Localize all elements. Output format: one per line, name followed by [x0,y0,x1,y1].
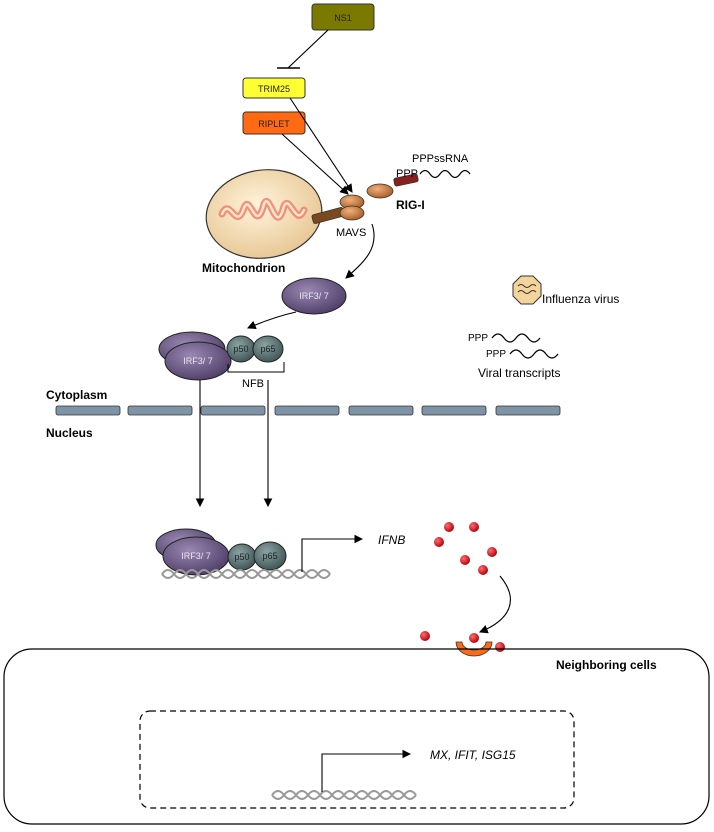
p50-label-2: p50 [234,552,249,562]
nucleus-label: Nucleus [46,426,93,440]
nucleus-neighbor [139,710,575,809]
ns1-label: NS1 [334,13,352,23]
ifnb-transcription-arrow [301,534,364,572]
viral-transcript-wave-1 [491,333,541,343]
ifn-receptor [455,641,493,657]
viral-transcripts-label: Viral transcripts [478,366,560,380]
neighboring-cell [3,648,710,825]
irf-nfkb-complex-nucleus: IRF3/ 7 p50 p65 [155,528,287,576]
influenza-virus-icon [512,275,542,305]
rigi-to-irf-arrow [345,223,375,279]
ifn-molecules [420,522,505,652]
dna-helix-isg [271,790,417,800]
ifn-to-receptor-arrow [478,575,511,634]
riplet-label: RIPLET [258,119,290,129]
nuclear-membrane [55,405,561,416]
irf-to-complex-arrow [246,311,297,330]
p50-label-1: p50 [233,344,248,354]
p65-label-1: p65 [260,344,275,354]
ns1-node: NS1 [311,3,375,31]
ppp-label-vt2: PPP [486,349,506,360]
ns1-inhibition [277,29,329,69]
irf-nfkb-complex-cytoplasm: IRF3/ 7 p50 p65 [158,331,285,381]
rig-i-complex [339,173,419,221]
cytoplasm-label: Cytoplasm [46,388,107,402]
influenza-virus-label: Influenza virus [542,292,619,306]
trim25-node: TRIM25 [242,77,306,99]
ssrna-wave [419,169,471,179]
isg-genes-label: MX, IFIT, ISG15 [430,748,516,762]
mavs-label: MAVS [336,227,366,239]
nfb-label: NFB [242,378,264,390]
rig-i-label: RIG-I [396,198,425,212]
mitochondrion [205,169,323,259]
irf37-cytoplasm: IRF3/ 7 [281,277,347,315]
riplet-arrow [281,133,349,195]
ppp-ssrna-label: PPPssRNA [412,153,469,165]
ppp-label-rigi: PPP [396,168,418,180]
isg-transcription-arrow [321,749,412,792]
dna-helix-ifnb [161,569,331,579]
irf37-label-3: IRF3/ 7 [181,551,211,561]
irf37-label-2: IRF3/ 7 [183,356,213,366]
viral-transcript-wave-2 [509,349,559,359]
ppp-label-vt1: PPP [468,333,488,344]
neighboring-cells-label: Neighboring cells [556,658,657,672]
irf37-label-1: IRF3/ 7 [299,291,329,301]
riplet-node: RIPLET [242,111,306,135]
ifnb-label: IFNB [378,533,405,547]
trim25-arrow [289,97,353,193]
trim25-label: TRIM25 [258,84,290,94]
mitochondrion-label: Mitochondrion [202,261,285,275]
p65-label-2: p65 [262,551,277,561]
